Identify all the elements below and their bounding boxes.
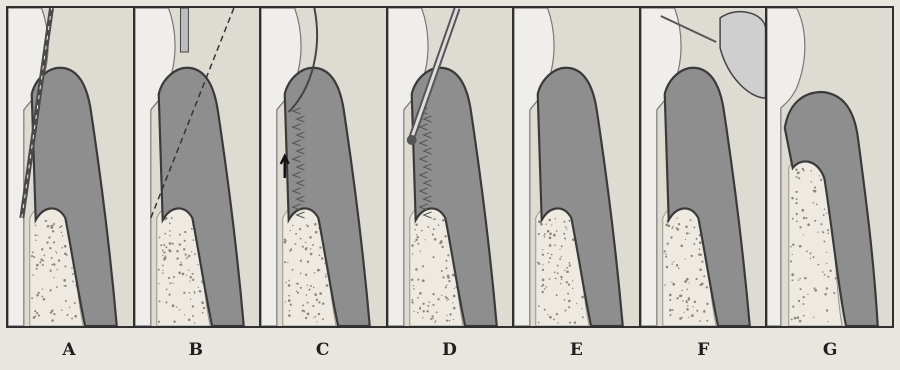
panel-label-b: B bbox=[133, 340, 260, 368]
panel-b bbox=[135, 8, 262, 326]
surgical-steps-figure bbox=[6, 6, 894, 328]
panel-illustration bbox=[767, 8, 892, 326]
bur-tip bbox=[407, 135, 417, 145]
panel-g bbox=[767, 8, 892, 326]
blade-handle bbox=[180, 8, 188, 52]
panel-label-d: D bbox=[387, 340, 514, 368]
panel-illustration bbox=[388, 8, 513, 326]
panel-a bbox=[8, 8, 135, 326]
panel-f bbox=[641, 8, 768, 326]
panel-label-a: A bbox=[6, 340, 133, 368]
panel-illustration bbox=[135, 8, 260, 326]
panel-e bbox=[514, 8, 641, 326]
panel-illustration bbox=[8, 8, 133, 326]
panel-d bbox=[388, 8, 515, 326]
panel-illustration bbox=[514, 8, 639, 326]
panel-illustration bbox=[261, 8, 386, 326]
panel-c bbox=[261, 8, 388, 326]
panel-label-f: F bbox=[640, 340, 767, 368]
panel-label-c: C bbox=[260, 340, 387, 368]
panel-illustration bbox=[641, 8, 766, 326]
panel-label-e: E bbox=[513, 340, 640, 368]
panel-label-g: G bbox=[767, 340, 894, 368]
